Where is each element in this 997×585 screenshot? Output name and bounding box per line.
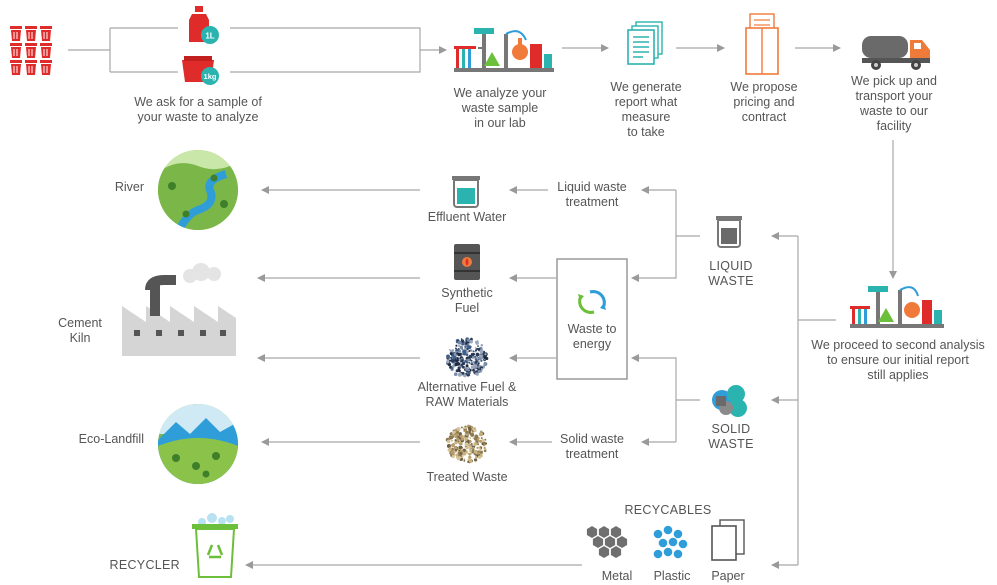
arrow-solid-to-energy [631,354,677,400]
waste-bins-icon [10,26,52,75]
eco-landfill-landscape-icon [158,404,238,484]
cement-factory-icon [122,263,236,356]
second-analysis-lab-icon [850,286,944,328]
truck-icon [862,36,930,70]
liquid-branch [675,190,700,237]
liquid-waste-icon [716,216,742,248]
effluent-water-icon [452,176,480,208]
synthetic-fuel-barrel-icon [454,244,480,280]
metal-icon [585,524,629,560]
recyclable-plastic-label: Plastic [653,569,691,583]
recycler-label: RECYCLER [109,558,180,572]
recycle-bin-icon [192,513,238,578]
waste-to-energy-box [556,258,628,380]
eco-landfill-label: Eco-Landfill [78,432,144,446]
lab-icon [454,28,554,72]
sample-bottle-icon: 1L [189,6,219,44]
treated-waste-particles-icon [445,424,488,464]
paper-icon [711,519,745,561]
energy-cycle-icon [578,290,606,314]
solid-waste-icon [712,385,747,417]
treated-waste-label: Treated Waste [426,470,508,484]
sample-bag-icon: 1kg [182,56,219,85]
arrow-sample-to-lab [230,27,421,73]
sample-bag-label: 1kg [204,72,217,81]
recyclables-title: RECYCABLES [624,503,712,517]
river-label: River [114,180,144,194]
recyclable-metal-label: Metal [601,569,633,583]
plastic-icon [653,525,688,559]
arrow-bins-to-sample [68,27,178,73]
report-icon [627,21,663,65]
recyclable-paper-label: Paper [711,569,745,583]
alternative-fuel-label: Alternative Fuel &RAW Materials [417,380,517,409]
arrow-liquid-to-energy [631,236,677,282]
river-landscape-icon [158,150,238,230]
connectors [68,27,897,569]
sample-bottle-label: 1L [205,32,214,41]
contract-icon [745,13,779,75]
effluent-water-label: Effluent Water [427,210,507,224]
alternative-fuel-particles-icon [446,337,489,378]
